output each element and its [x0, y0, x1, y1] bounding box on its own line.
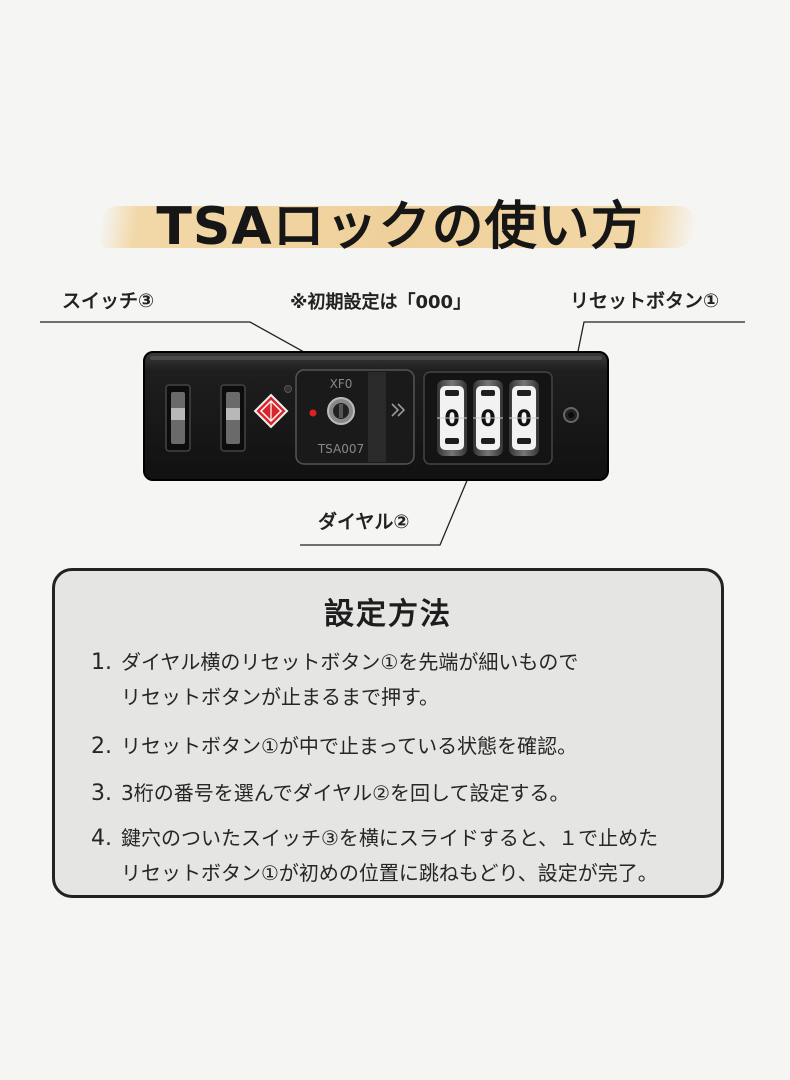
switch-slider	[368, 372, 386, 462]
callout-reset-button: リセットボタン①	[570, 290, 720, 312]
step-4: 4. 鍵穴のついたスイッチ③を横にスライドすると、１で止めた リセットボタン①が初…	[91, 821, 721, 890]
dial-wheel-1[interactable]: 0	[437, 380, 467, 456]
page-title: TSAロックの使い方	[156, 197, 644, 257]
dial-digit: 0	[444, 407, 459, 432]
step-1-line-1: ダイヤル横のリセットボタン①を先端が細いもので	[121, 650, 579, 674]
lock-body-highlight	[150, 356, 602, 360]
callout-dial: ダイヤル②	[318, 511, 410, 533]
reset-button-center	[568, 412, 574, 418]
keyhole-icon	[327, 397, 355, 425]
step-2-number: 2.	[91, 734, 112, 759]
step-4-line-1: 鍵穴のついたスイッチ③を横にスライドすると、１で止めた	[121, 826, 659, 850]
engraving-top: XF0	[330, 377, 353, 391]
step-3: 3. 3桁の番号を選んでダイヤル②を回して設定する。	[91, 776, 721, 811]
step-1: 1. ダイヤル横のリセットボタン①を先端が細いもので リセットボタンが止まるまで押…	[91, 645, 721, 714]
dial-wheel-3[interactable]: 0	[509, 380, 539, 456]
step-3-line-1: 3桁の番号を選んでダイヤル②を回して設定する。	[121, 781, 570, 805]
slide-arrows-icon	[391, 403, 406, 417]
callout-switch: スイッチ③	[62, 290, 155, 312]
dial-digit: 0	[480, 407, 495, 432]
latch-slot-left	[165, 384, 191, 452]
setup-instructions-box: 設定方法 1. ダイヤル横のリセットボタン①を先端が細いもので リセットボタンが止…	[52, 568, 724, 898]
step-3-number: 3.	[91, 781, 112, 806]
dial-wheel-edge-mark	[481, 390, 495, 396]
step-1-number: 1.	[91, 650, 112, 675]
title-area: TSAロックの使い方	[97, 192, 700, 266]
dial-wheel-edge-mark	[517, 390, 531, 396]
step-4-line-2: リセットボタン①が初めの位置に跳ねもどり、設定が完了。	[121, 861, 658, 885]
indicator-dot	[309, 409, 317, 417]
step-1-line-2: リセットボタンが止まるまで押す。	[121, 685, 439, 709]
latch-slot-right	[220, 384, 246, 452]
dial-digit: 0	[516, 407, 531, 432]
engraving-bottom: TSA007	[317, 442, 364, 456]
step-2-line-1: リセットボタン①が中で止まっている状態を確認。	[121, 734, 578, 758]
tsa-logo-icon	[253, 393, 289, 429]
dial-wheel-edge-mark	[517, 438, 531, 444]
dial-wheel-edge-mark	[445, 390, 459, 396]
dial-wheel-edge-mark	[481, 438, 495, 444]
callout-initial-setting: ※初期設定は「000」	[290, 292, 472, 313]
dial-wheel-2[interactable]: 0	[473, 380, 503, 456]
setup-title: 設定方法	[324, 597, 452, 632]
step-4-number: 4.	[91, 826, 112, 851]
small-screw-icon	[284, 385, 292, 393]
dial-wheel-edge-mark	[445, 438, 459, 444]
step-2: 2. リセットボタン①が中で止まっている状態を確認。	[91, 729, 721, 764]
